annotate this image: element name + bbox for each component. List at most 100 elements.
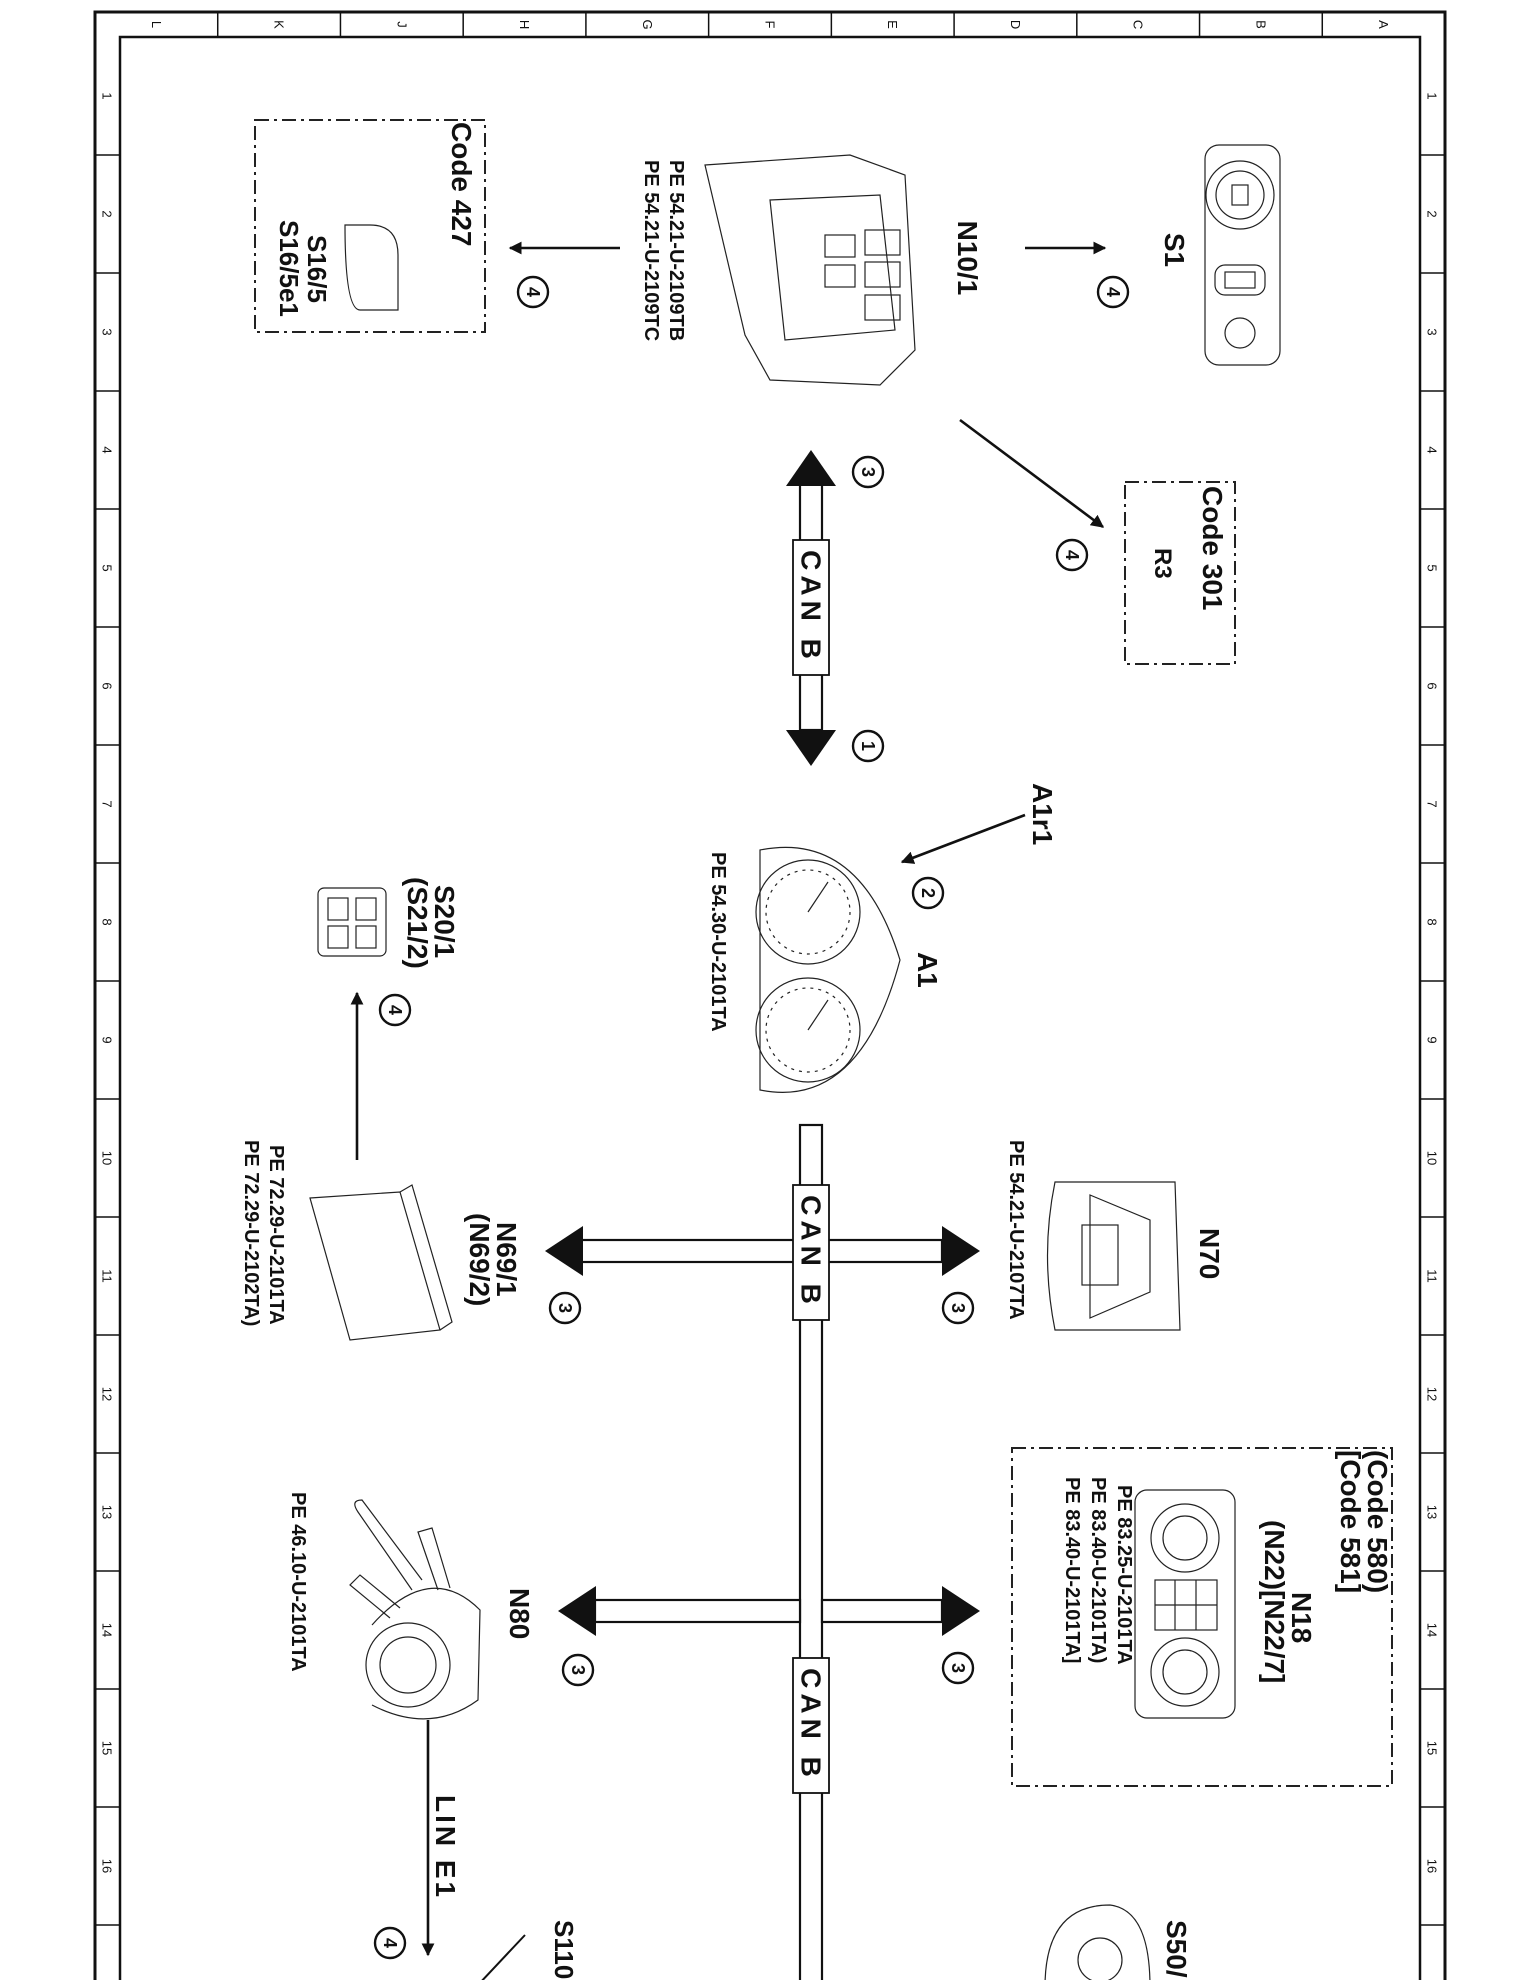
- n18-ref-2: PE 83.40-U-2101TA): [1087, 1477, 1109, 1663]
- a1-ref: PE 54.30-U-2101TA: [707, 852, 729, 1032]
- column-label: L: [149, 21, 164, 28]
- n18-knob-right: [1150, 1637, 1220, 1707]
- marker-s20: 4: [378, 993, 412, 1027]
- s16-switch-icon: [344, 224, 399, 311]
- n69-1-door-module: N69/1 (N69/2) PE 72.29-U-2101TA PE 72.29…: [240, 1140, 522, 1341]
- svg-text:3: 3: [555, 1303, 575, 1313]
- row-label: 10: [1425, 1151, 1440, 1165]
- row-label: 9: [100, 1036, 115, 1043]
- n80-clockspring: [365, 1622, 451, 1708]
- n70-arrowhead: [942, 1226, 980, 1276]
- r3-option-box: Code 301 R3: [1124, 481, 1236, 665]
- svg-text:2: 2: [918, 888, 938, 898]
- can-label-middle: CAN B: [796, 1195, 827, 1309]
- s110-partial: S110: [477, 1920, 579, 1985]
- s1-panel: [1204, 144, 1281, 366]
- a1-instrument-cluster: A1 PE 54.30-U-2101TA: [707, 846, 943, 1093]
- row-label: 14: [1425, 1623, 1440, 1637]
- n18-code-1: (Code 580): [1362, 1450, 1393, 1593]
- n69-1-ref-1: PE 72.29-U-2101TA: [265, 1145, 287, 1325]
- n18-code-box: [1011, 1447, 1393, 1787]
- a1-label: A1: [912, 952, 943, 988]
- marker-n80: 3: [561, 1653, 595, 1687]
- row-label: 4: [1425, 446, 1440, 453]
- s16-label-2: S16/5e1: [274, 220, 304, 317]
- n69-1-label-2: (N69/2): [464, 1213, 495, 1306]
- a1r1-pointer: A1r1: [900, 783, 1058, 864]
- r3-code: Code 301: [1197, 486, 1228, 611]
- n80-stalk-1: [354, 1499, 423, 1591]
- marker-lin: 4: [373, 1926, 407, 1960]
- lin-e1-label: LIN E1: [430, 1795, 461, 1900]
- row-label: 14: [100, 1623, 115, 1637]
- row-label: 2: [1425, 210, 1440, 217]
- row-label: 5: [1425, 564, 1440, 571]
- marker-r3: 4: [1055, 538, 1089, 572]
- marker-n69: 3: [548, 1291, 582, 1325]
- row-label: 13: [100, 1505, 115, 1519]
- row-label: 9: [1425, 1036, 1440, 1043]
- column-label: A: [1376, 20, 1391, 29]
- n18-knob-left: [1150, 1503, 1220, 1573]
- row-label: 13: [1425, 1505, 1440, 1519]
- row-label: 6: [1425, 682, 1440, 689]
- n10-1-ref-2: PE 54.21-U-2109TC: [640, 160, 662, 341]
- column-label: F: [763, 21, 778, 29]
- row-label: 8: [1425, 918, 1440, 925]
- a1r1-label: A1r1: [1027, 783, 1058, 845]
- a1-gauge-left: [755, 859, 861, 965]
- row-label: 7: [1425, 800, 1440, 807]
- a1-gauge-right: [755, 977, 861, 1083]
- r3-code-box: [1124, 481, 1236, 665]
- n18-label-2: (N22)[N22/7]: [1259, 1520, 1290, 1683]
- svg-text:3: 3: [948, 1303, 968, 1313]
- n80-housing: [371, 1587, 481, 1720]
- svg-text:4: 4: [385, 1005, 405, 1015]
- n18-climate-option-box: (Code 580) [Code 581] N18 (N22)[N22/7] P…: [1011, 1447, 1393, 1787]
- n70-ref: PE 54.21-U-2107TA: [1005, 1140, 1027, 1320]
- n10-1-module: N10/1 PE 54.21-U-2109TB PE 54.21-U-2109T…: [640, 154, 983, 386]
- n10-to-r3-arrow: [959, 418, 1105, 529]
- n69-arrowhead: [545, 1226, 583, 1276]
- row-label: 2: [100, 210, 115, 217]
- s16-label-1: S16/5: [302, 235, 332, 303]
- n18-ref-1: PE 83.25-U-2101TA: [1113, 1485, 1135, 1665]
- s20-1-panel: [317, 887, 387, 957]
- n80-steering-column-module: N80 PE 46.10-U-2101TA: [287, 1492, 535, 1720]
- svg-text:4: 4: [523, 287, 543, 297]
- n10-1-label: N10/1: [952, 221, 983, 296]
- s1-rotary-knob: [1205, 160, 1275, 230]
- column-label: C: [1131, 20, 1146, 29]
- n80-stalk-2: [417, 1527, 451, 1591]
- row-label: 16: [100, 1859, 115, 1873]
- n69-1-ref-2: PE 72.29-U-2102TA): [240, 1140, 262, 1326]
- row-label: 3: [1425, 328, 1440, 335]
- column-label: D: [1008, 20, 1023, 29]
- column-label: B: [1253, 20, 1268, 29]
- marker-s16: 4: [516, 275, 550, 309]
- n10-1-housing: [704, 154, 916, 386]
- s50-icon: [1044, 1904, 1151, 1985]
- svg-text:3: 3: [948, 1663, 968, 1673]
- marker-n70: 3: [941, 1291, 975, 1325]
- column-label: E: [885, 20, 900, 29]
- s50-label: S50/: [1161, 1920, 1192, 1978]
- s1-light-switch: S1: [1159, 144, 1281, 366]
- s1-dimmer-wheel: [1214, 264, 1266, 296]
- s16-code-box: [254, 119, 486, 333]
- a1-housing: [759, 846, 901, 1093]
- n18-control-panel: [1134, 1489, 1236, 1719]
- n80-ref: PE 46.10-U-2101TA: [287, 1492, 309, 1672]
- can-branch-n69: [578, 1238, 802, 1264]
- row-label: 8: [100, 918, 115, 925]
- can-top-arrow-down: [786, 730, 836, 766]
- column-label: K: [272, 20, 287, 29]
- column-label: J: [394, 21, 409, 28]
- row-label: 11: [100, 1269, 115, 1283]
- row-label: 10: [100, 1151, 115, 1165]
- row-label: 12: [1425, 1387, 1440, 1401]
- row-label: 4: [100, 446, 115, 453]
- marker-a1r1: 2: [911, 876, 945, 910]
